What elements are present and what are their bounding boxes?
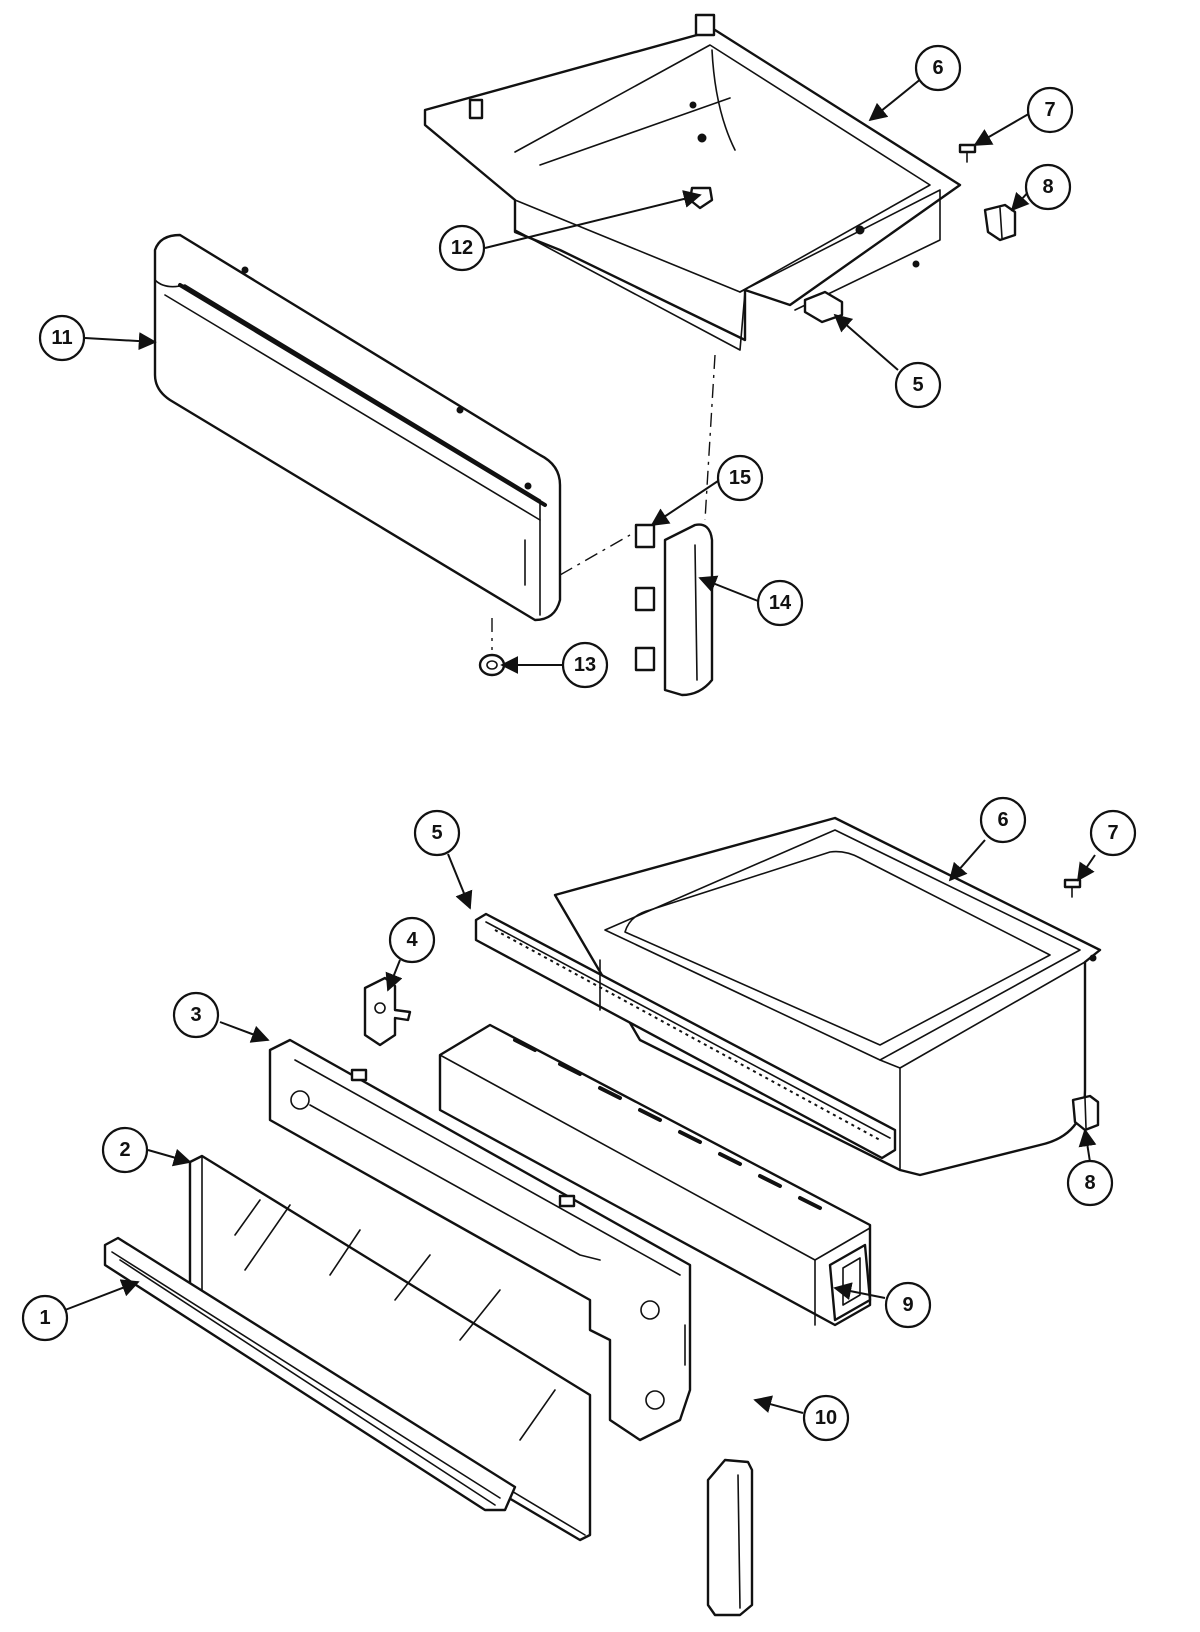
bracket-14 <box>663 523 714 697</box>
callout-13: 13 <box>561 641 609 689</box>
callout-2: 2 <box>101 1126 149 1174</box>
callout-15: 15 <box>716 454 764 502</box>
callout-10: 10 <box>802 1394 850 1442</box>
callout-4: 4 <box>388 916 436 964</box>
trim-1 <box>103 1236 517 1512</box>
clip-8-top <box>983 203 1017 242</box>
svg-text:10: 10 <box>815 1407 837 1429</box>
svg-text:11: 11 <box>51 327 72 349</box>
drawer-front-11 <box>153 233 562 622</box>
leader-10 <box>753 1395 804 1414</box>
svg-text:8: 8 <box>1042 176 1053 198</box>
clip-4 <box>363 976 412 1047</box>
svg-text:6: 6 <box>997 809 1008 831</box>
guide-line-top-b <box>559 534 631 576</box>
leader-6-bottom <box>948 839 986 882</box>
leader-3 <box>219 1021 270 1043</box>
svg-text:7: 7 <box>1107 822 1118 844</box>
callout-5-bottom: 5 <box>413 809 461 857</box>
callout-3: 3 <box>172 991 220 1039</box>
svg-text:7: 7 <box>1044 99 1055 121</box>
pads-15 <box>634 523 656 672</box>
rail-5-bottom <box>474 912 897 1160</box>
leader-7-top <box>973 111 1033 146</box>
svg-text:13: 13 <box>574 654 596 676</box>
callout-14: 14 <box>756 579 804 627</box>
leader-5-bottom <box>447 853 473 910</box>
svg-text:15: 15 <box>729 467 751 489</box>
leader-5-top <box>833 313 899 371</box>
svg-text:4: 4 <box>406 929 418 951</box>
rail-9 <box>438 1023 872 1327</box>
svg-text:5: 5 <box>431 822 442 844</box>
leader-15 <box>650 480 719 526</box>
clip-8-bottom <box>1071 1094 1100 1132</box>
svg-text:3: 3 <box>190 1004 201 1026</box>
svg-text:14: 14 <box>769 592 792 614</box>
callout-9: 9 <box>884 1281 932 1329</box>
screw-7-top <box>958 143 977 163</box>
screw-7-bottom <box>1063 878 1082 898</box>
callout-11: 11 <box>38 314 86 362</box>
leader-1 <box>64 1279 140 1311</box>
drawer-pan-top <box>423 13 962 351</box>
svg-text:2: 2 <box>119 1139 130 1161</box>
callout-5-top: 5 <box>894 361 942 409</box>
callout-7-bottom: 7 <box>1089 809 1137 857</box>
leader-7-bottom <box>1076 854 1096 882</box>
leader-8-bottom <box>1078 1128 1097 1163</box>
leader-9 <box>833 1282 886 1301</box>
leader-2 <box>147 1148 192 1167</box>
svg-text:6: 6 <box>932 57 943 79</box>
callout-8-top: 8 <box>1024 163 1072 211</box>
callout-6-top: 6 <box>914 44 962 92</box>
leader-6-top <box>868 77 923 122</box>
top-assembly: 6 7 8 12 11 5 15 14 13 <box>38 13 1074 697</box>
svg-text:1: 1 <box>39 1307 50 1329</box>
svg-text:5: 5 <box>912 374 923 396</box>
side-10 <box>706 1458 754 1617</box>
svg-text:9: 9 <box>902 1294 913 1316</box>
guide-line-top-a <box>704 354 716 521</box>
leader-14 <box>698 575 759 602</box>
svg-text:8: 8 <box>1084 1172 1095 1194</box>
callout-7-top: 7 <box>1026 86 1074 134</box>
frame-3 <box>268 1038 692 1442</box>
drawer-pan-bottom <box>553 816 1102 1177</box>
callout-6-bottom: 6 <box>979 796 1027 844</box>
bottom-assembly: 5 6 7 4 3 2 8 1 9 10 <box>21 796 1137 1617</box>
svg-text:12: 12 <box>451 237 473 259</box>
callout-8-bottom: 8 <box>1066 1159 1114 1207</box>
leader-12 <box>484 190 702 249</box>
leader-11 <box>84 332 157 351</box>
callout-1: 1 <box>21 1294 69 1342</box>
callout-12: 12 <box>438 224 486 272</box>
leader-4 <box>385 959 403 992</box>
nut-13 <box>478 618 506 677</box>
